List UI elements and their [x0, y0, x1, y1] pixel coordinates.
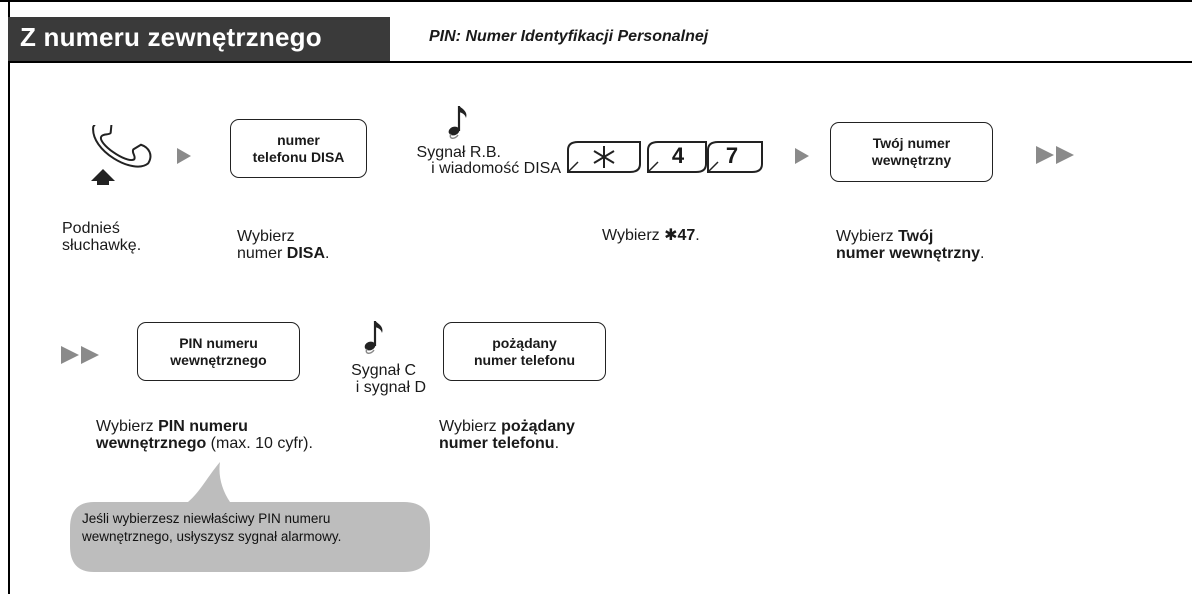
tone1-caption-line-2: i wiadomość DISA — [431, 160, 561, 177]
arrow-right-icon — [177, 148, 191, 164]
your-extension-box-line-1: Twój numer — [872, 135, 951, 151]
page-subtitle: PIN: Numer Identyfikacji Personalnej — [429, 28, 709, 45]
your-extension-box: Twój numer wewnętrzny — [830, 122, 993, 182]
extension-pin-box-line-2: wewnętrznego — [170, 351, 267, 368]
step-desired-line-2: numer telefonu. — [439, 435, 560, 452]
note-line-2: wewnętrznego, usłyszysz sygnał alarmowy. — [82, 529, 342, 544]
star-key-icon — [567, 141, 641, 173]
double-arrow-right-icon — [61, 346, 99, 364]
tone2-caption-line-2: i sygnał D — [355, 379, 426, 396]
desired-number-box-line-1: pożądany — [492, 334, 557, 351]
extension-pin-box: PIN numeru wewnętrznego — [137, 322, 300, 381]
frame-top-rule — [0, 0, 1192, 2]
note-line-1: Jeśli wybierzesz niewłaściwy PIN numeru — [82, 511, 331, 526]
key-7-label: 7 — [725, 143, 739, 168]
step-dial-disa-line-1: Wybierz — [237, 228, 295, 245]
page-title: Z numeru zewnętrznego — [20, 22, 322, 52]
step-dial-ext-line-2: numer wewnętrzny. — [836, 245, 985, 262]
musical-note-icon — [448, 106, 467, 139]
desired-number-box: pożądany numer telefonu — [443, 322, 606, 381]
frame-left-rule — [8, 0, 10, 594]
key-4-label: 4 — [671, 143, 685, 168]
your-extension-box-line-2: wewnętrzny — [871, 152, 952, 168]
step-pin-line-1: Wybierz PIN numeru — [96, 418, 248, 435]
tone2-caption-line-1: Sygnał C — [351, 362, 416, 379]
tone1-caption-line-1: Sygnał R.B. — [416, 144, 501, 161]
step-dial-disa-line-2: numer DISA. — [237, 245, 330, 262]
disa-box-line-1: numer — [277, 131, 320, 148]
desired-number-box-line-2: numer telefonu — [473, 351, 576, 368]
arrow-right-icon — [795, 148, 809, 164]
key-4-icon — [647, 141, 707, 173]
disa-box-line-2: telefonu DISA — [252, 148, 345, 165]
musical-note-icon — [364, 321, 383, 354]
step-desired-line-1: Wybierz pożądany — [439, 418, 575, 435]
step-lift-line-2: słuchawkę. — [62, 237, 142, 254]
note-bubble — [70, 462, 430, 572]
extension-pin-box-line-1: PIN numeru — [179, 334, 258, 351]
step-lift-line-1: Podnieś — [62, 220, 120, 237]
step-pin-line-2: wewnętrznego (max. 10 cyfr). — [96, 435, 313, 452]
disa-number-box: numer telefonu DISA — [230, 119, 367, 178]
title-banner — [8, 17, 390, 61]
key-7-icon — [707, 141, 763, 173]
step-dial-ext-line-1: Wybierz Twój — [836, 228, 934, 245]
handset-off-hook-icon — [91, 125, 152, 185]
double-arrow-right-icon — [1036, 146, 1074, 164]
header-underline — [8, 61, 1192, 63]
step-dial-code: Wybierz ✱47. — [602, 227, 700, 244]
